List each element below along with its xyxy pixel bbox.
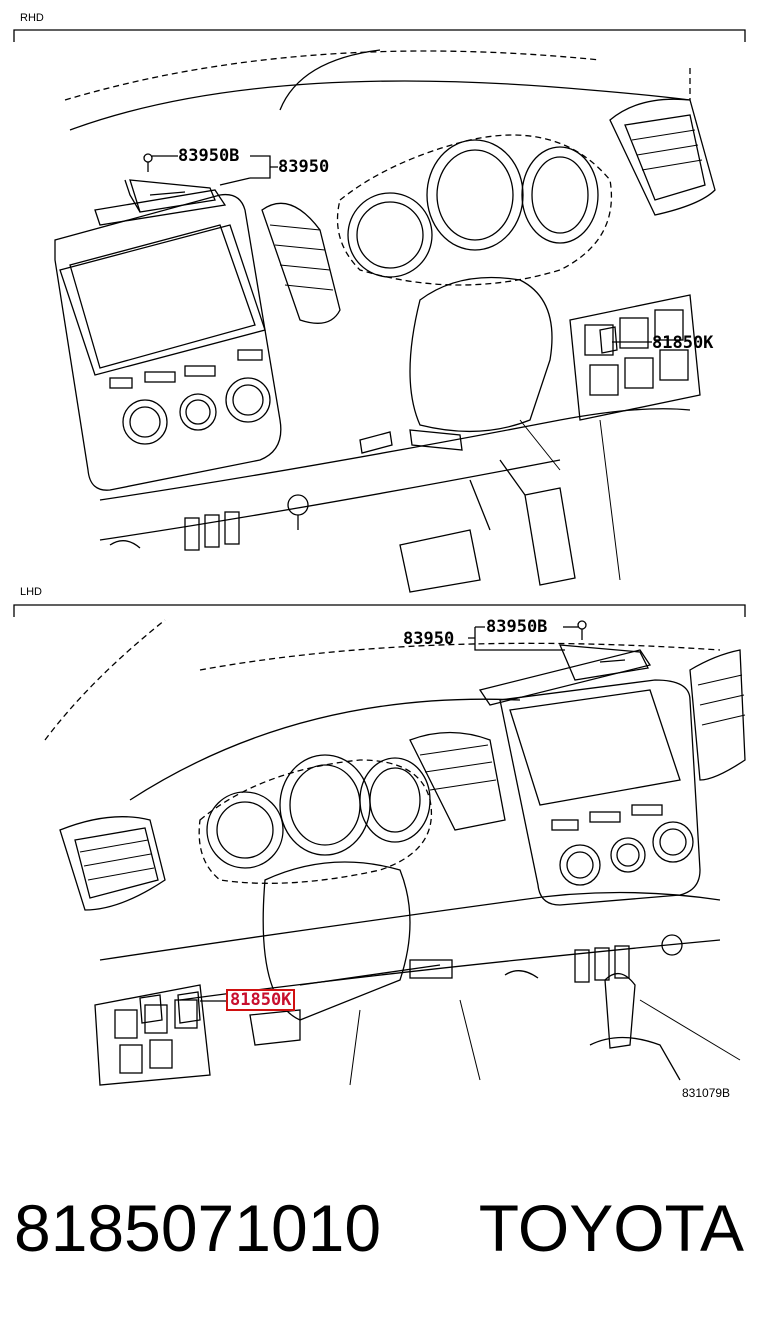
section-label-rhd: RHD xyxy=(20,12,44,24)
lhd-callout-switch-highlighted[interactable]: 81850K xyxy=(226,989,296,1011)
rhd-callout-assembly[interactable]: 83950 xyxy=(278,157,330,177)
lhd-dashboard-drawing xyxy=(44,619,746,1086)
figure-code: 831079B xyxy=(682,1086,731,1100)
part-number: 8185071010 xyxy=(14,1191,382,1265)
lhd-callout-assembly[interactable]: 83950 xyxy=(403,629,455,649)
rhd-dashboard-drawing xyxy=(54,49,716,593)
diagram-drawing xyxy=(13,29,746,1086)
rhd-callout-bolt[interactable]: 83950B xyxy=(178,146,240,166)
section-label-lhd: LHD xyxy=(20,586,43,598)
part-footer: 8185071010 TOYOTA xyxy=(14,1190,744,1270)
lhd-frame-bracket xyxy=(13,604,746,617)
lhd-callout-bolt[interactable]: 83950B xyxy=(486,617,548,637)
rhd-assembly-bracket xyxy=(250,155,278,179)
lhd-assembly-bracket xyxy=(468,626,565,651)
rhd-callout-switch[interactable]: 81850K xyxy=(652,333,714,353)
rhd-frame-bracket xyxy=(13,29,746,42)
brand-name: TOYOTA xyxy=(478,1191,744,1265)
parts-diagram: RHD LHD 83950B 83950 81850K 83950 83950B… xyxy=(13,12,746,1100)
